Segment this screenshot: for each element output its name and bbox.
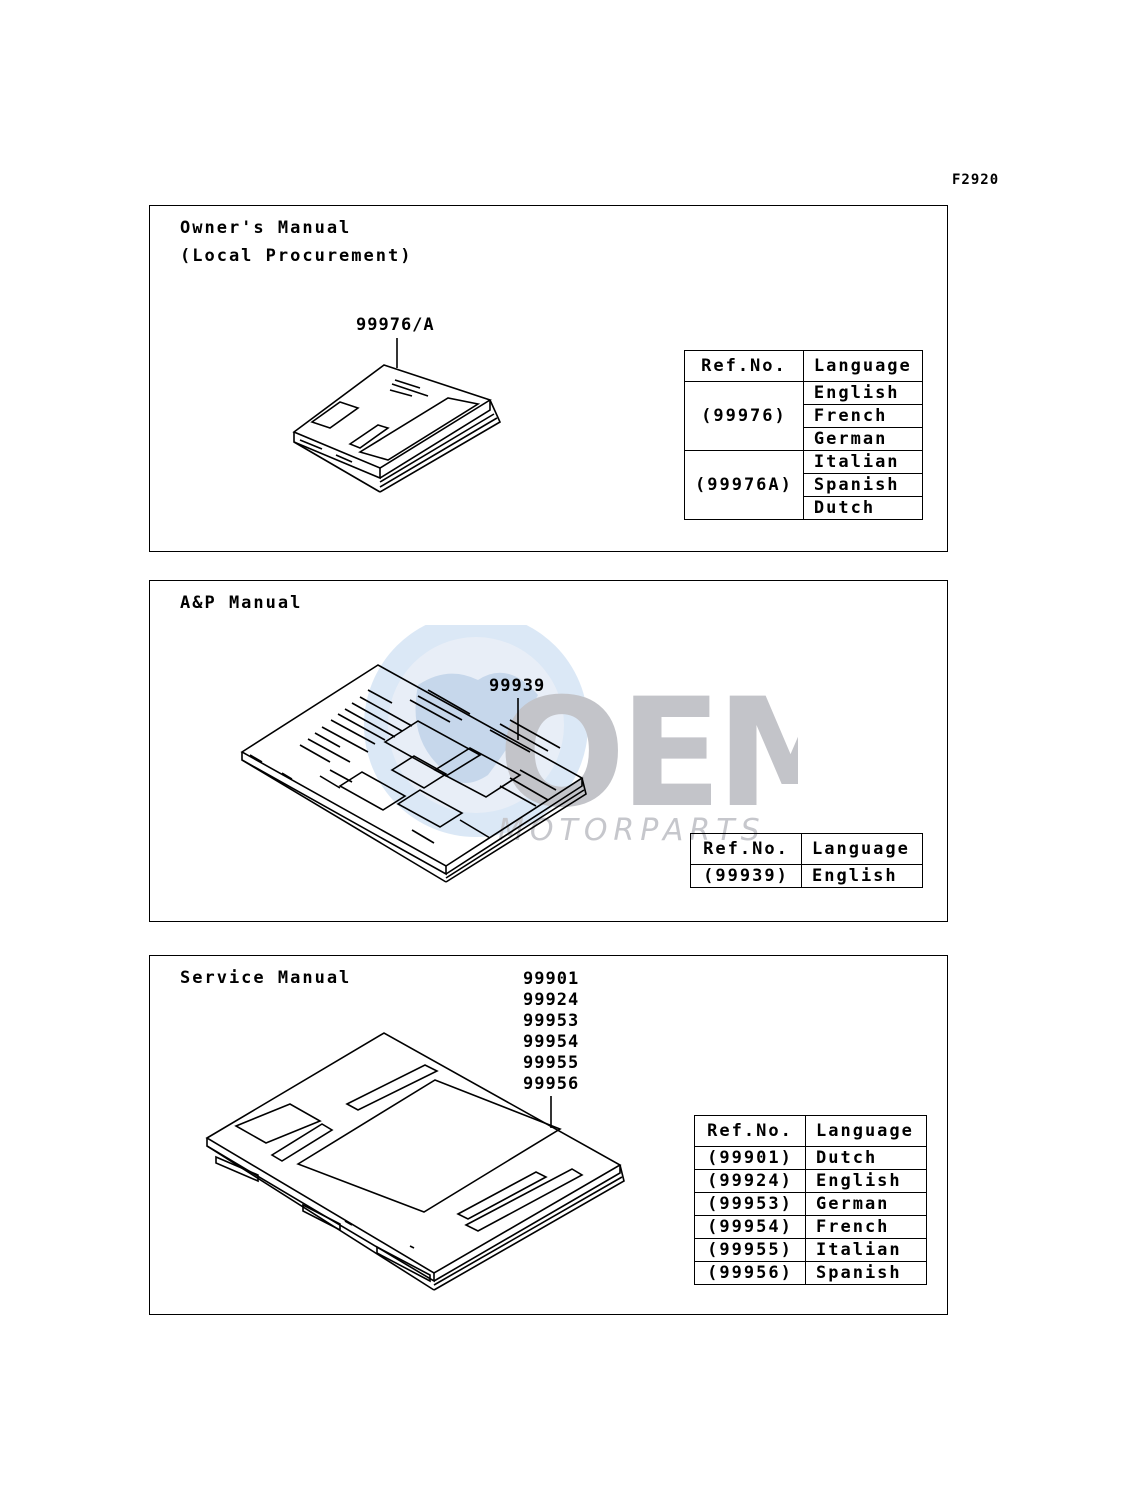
ref-cell: (99976A) [684,450,804,520]
service-manual-callout: 99901 [523,969,580,989]
ap-manual-panel: A&P Manual [149,580,948,922]
service-manual-panel: Service Manual [149,955,948,1315]
ref-cell: (99954) [694,1215,806,1239]
ref-cell: (99956) [694,1261,806,1285]
service-manual-callout: 99956 [523,1074,580,1094]
panel-title: A&P Manual [180,593,303,613]
language-cell: Dutch [802,496,923,520]
header-language: Language [805,1115,927,1147]
ref-cell: (99976) [684,381,804,451]
owners-manual-panel: Owner's Manual (Local Procurement) [149,205,948,552]
panel-subtitle: (Local Procurement) [180,246,413,266]
panel-title: Service Manual [180,968,352,988]
header-ref-no: Ref.No. [694,1115,806,1147]
ref-cell: (99901) [694,1146,806,1170]
header-language: Language [801,833,923,865]
service-manual-callout: 99954 [523,1032,580,1052]
figure-code: F2920 [952,172,1000,188]
ref-cell: (99953) [694,1192,806,1216]
language-cell: Dutch [805,1146,927,1170]
ap-manual-ref-table: Ref.No. Language (99939) English [690,833,923,888]
service-manual-callout: 99955 [523,1053,580,1073]
owners-manual-ref-table: Ref.No. Language (99976) English French … [684,350,923,520]
service-manual-callout: 99953 [523,1011,580,1031]
language-cell: German [802,427,923,451]
language-cell: Spanish [802,473,923,497]
header-language: Language [802,350,923,382]
language-cell: Italian [805,1238,927,1262]
language-cell: French [805,1215,927,1239]
ref-cell: (99924) [694,1169,806,1193]
owners-manual-callout: 99976/A [356,315,435,335]
service-manual-ref-table: Ref.No. Language (99901)Dutch (99924)Eng… [694,1115,927,1285]
language-cell: Italian [802,450,923,474]
ref-cell: (99939) [690,864,802,888]
language-cell: English [805,1169,927,1193]
language-cell: English [802,381,923,405]
language-cell: English [801,864,923,888]
service-manual-callout: 99924 [523,990,580,1010]
header-ref-no: Ref.No. [684,350,804,382]
ref-cell: (99955) [694,1238,806,1262]
language-cell: German [805,1192,927,1216]
panel-title: Owner's Manual [180,218,352,238]
language-cell: Spanish [805,1261,927,1285]
ap-manual-callout: 99939 [489,676,546,696]
